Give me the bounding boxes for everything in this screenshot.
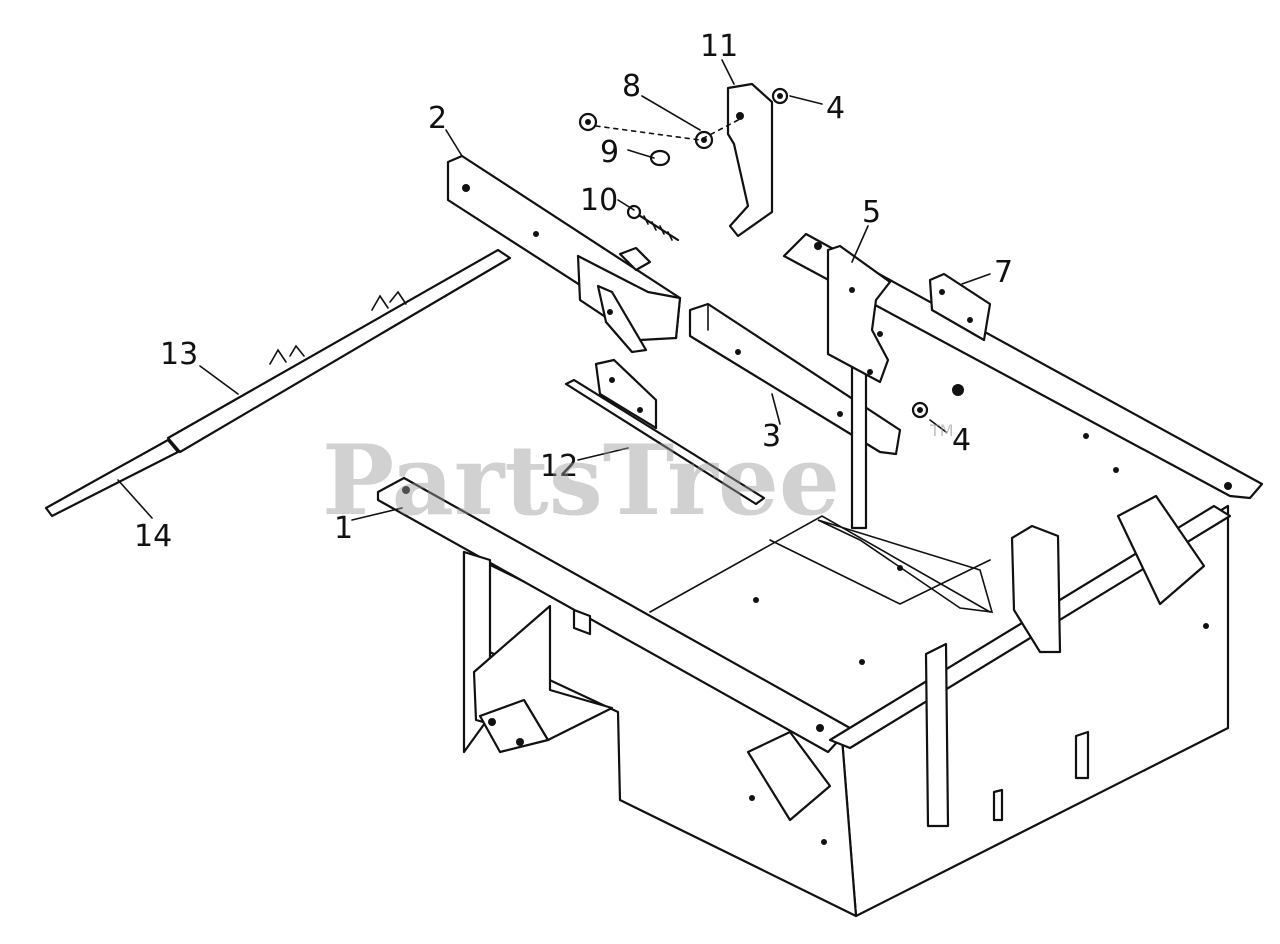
callout-4b: 4 bbox=[952, 423, 971, 458]
callout-5: 5 bbox=[862, 195, 881, 230]
callout-10: 10 bbox=[580, 183, 618, 218]
part-5-bracket bbox=[826, 244, 892, 384]
watermark: PartsTree TM bbox=[322, 421, 954, 537]
watermark-tm: TM bbox=[929, 421, 954, 440]
watermark-text: PartsTree bbox=[322, 424, 840, 537]
callout-13: 13 bbox=[160, 337, 198, 372]
shaft-13-14 bbox=[44, 248, 512, 518]
part-2-rail bbox=[446, 154, 682, 354]
callout-labels: 1 2 3 4 4 5 7 8 9 10 11 12 13 14 bbox=[134, 29, 1013, 554]
callout-1: 1 bbox=[334, 511, 353, 546]
leader-lines bbox=[117, 59, 991, 521]
part-11-bracket bbox=[726, 82, 774, 238]
callout-14: 14 bbox=[134, 519, 172, 554]
callout-9: 9 bbox=[600, 135, 619, 170]
callout-8: 8 bbox=[622, 69, 641, 104]
callout-4a: 4 bbox=[826, 91, 845, 126]
hardware bbox=[578, 87, 929, 419]
callout-2: 2 bbox=[428, 101, 447, 136]
callout-7: 7 bbox=[994, 255, 1013, 290]
callout-3: 3 bbox=[762, 419, 781, 454]
frame-box bbox=[376, 232, 1264, 918]
callout-12: 12 bbox=[540, 449, 578, 484]
callout-11: 11 bbox=[700, 29, 738, 64]
part-12-rod bbox=[564, 358, 766, 506]
part-7-plate bbox=[928, 272, 992, 342]
